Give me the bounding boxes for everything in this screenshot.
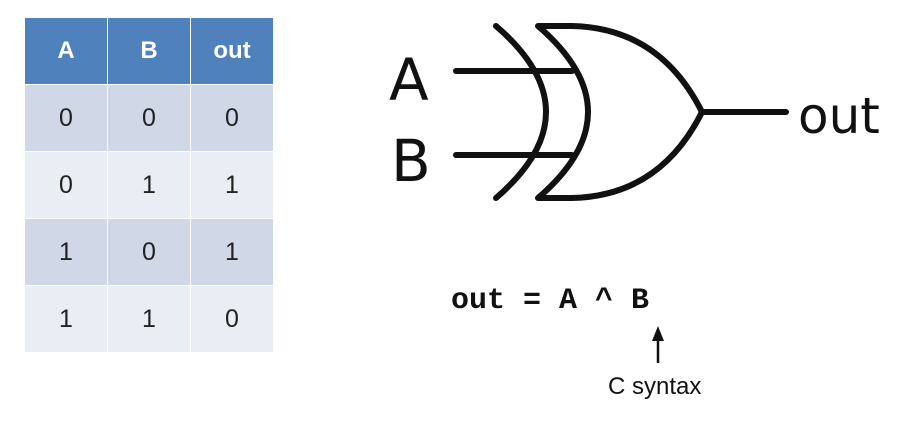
- cell-b: 1: [107, 285, 191, 353]
- table-row: 0 1 1: [24, 151, 274, 219]
- xor-gate-body: [535, 23, 705, 201]
- up-arrow-icon: [652, 326, 664, 363]
- cell-b: 1: [107, 151, 191, 219]
- input-a-label: A: [389, 46, 429, 114]
- truth-table: A B out 0 0 0 0 1 1 1 0 1 1 1 0: [24, 17, 274, 353]
- header-a: A: [24, 17, 108, 85]
- cell-out: 0: [190, 285, 274, 353]
- xor-extra-input-curve: [493, 23, 549, 201]
- cell-a: 0: [24, 151, 108, 219]
- cell-out: 1: [190, 151, 274, 219]
- c-expression: out = A ^ B: [451, 284, 650, 318]
- cell-out: 0: [190, 84, 274, 152]
- table-row: 1 0 1: [24, 218, 274, 286]
- table-row: 1 1 0: [24, 285, 274, 353]
- cell-a: 1: [24, 285, 108, 353]
- cell-a: 1: [24, 218, 108, 286]
- input-b-label: B: [391, 127, 431, 195]
- output-label: out: [798, 87, 880, 145]
- cell-a: 0: [24, 84, 108, 152]
- cell-out: 1: [190, 218, 274, 286]
- truth-table-header-row: A B out: [24, 17, 274, 85]
- table-row: 0 0 0: [24, 84, 274, 152]
- c-syntax-caption: C syntax: [608, 373, 702, 400]
- cell-b: 0: [107, 84, 191, 152]
